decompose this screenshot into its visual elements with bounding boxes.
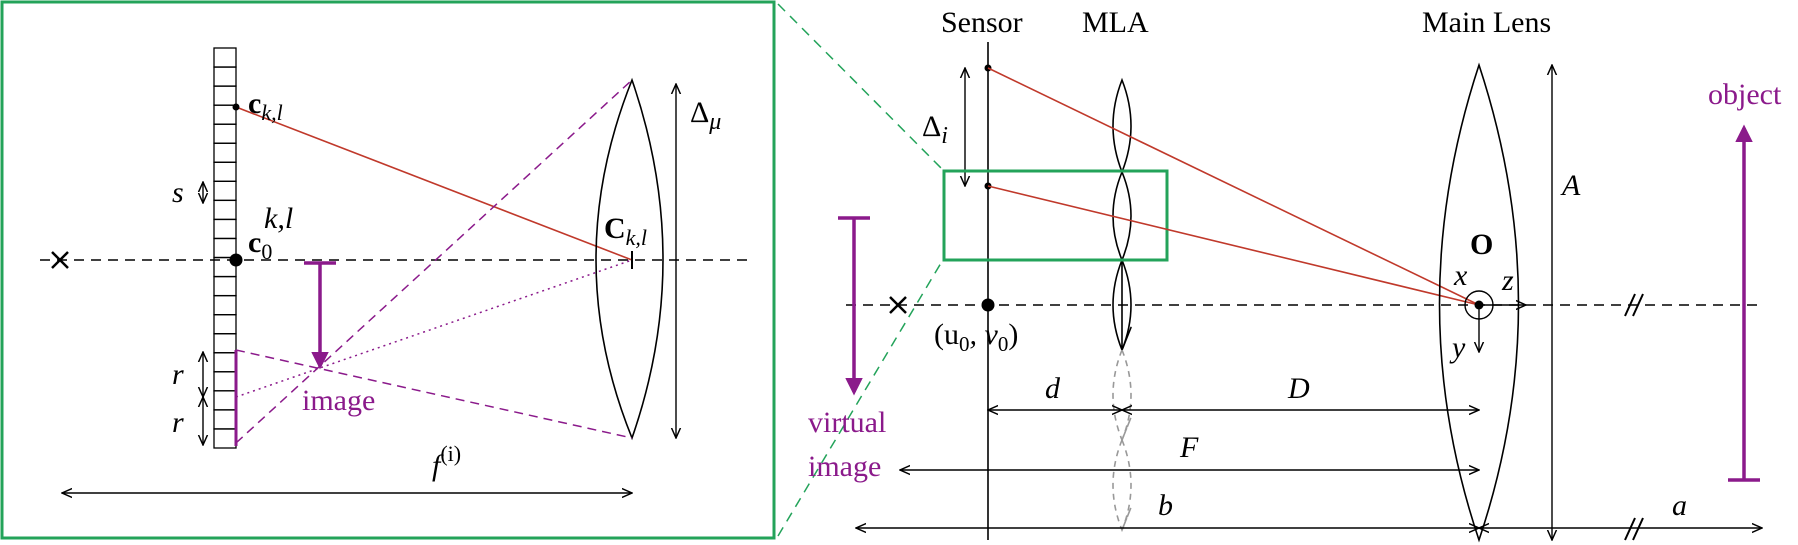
inset-label-s: s (172, 176, 184, 209)
label-a: a (1672, 489, 1687, 522)
label-O: O (1470, 228, 1493, 261)
main-cross-marker (889, 296, 907, 314)
sensor-pixel (213, 275, 237, 297)
axis-break-mark (1624, 293, 1644, 317)
label-principal-point: (u0, v0) (934, 318, 1018, 356)
label-x: x (1453, 259, 1468, 292)
sensor-pixel (213, 218, 237, 240)
principal-point (981, 298, 995, 312)
inset-label-Ckl: Ck,l (604, 212, 647, 250)
inset-label-r-top: r (172, 358, 184, 391)
inset-point-ckl (232, 103, 240, 111)
inset-label-c0-sup: k,l (264, 202, 293, 235)
inset-label-image: image (302, 384, 375, 417)
label-y: y (1449, 331, 1466, 364)
inset-point-c0 (229, 253, 243, 267)
object-arrow (1728, 124, 1760, 482)
label-A: A (1560, 169, 1581, 202)
label-F: F (1179, 431, 1199, 464)
inset-purple-dotted (235, 259, 633, 398)
sensor-pixel (213, 142, 237, 163)
main-red-rays (987, 67, 1480, 306)
mla-lenses (1112, 77, 1132, 353)
zoom-region (942, 169, 1169, 262)
label-z: z (1501, 264, 1514, 297)
zoom-connectors (777, 3, 945, 537)
sensor-pixel (213, 199, 237, 221)
sensor-pixel (213, 314, 237, 335)
label-sensor: Sensor (941, 6, 1023, 39)
inset-purple-cone (235, 79, 633, 444)
label-main-lens: Main Lens (1422, 6, 1551, 39)
sensor-pixel (213, 390, 237, 411)
a-break-mark (1624, 517, 1644, 541)
inset-label-fi: f(i) (432, 441, 461, 482)
inset-cross-marker (51, 251, 69, 269)
sensor-pixel (213, 66, 237, 87)
inset-label-ckl: ck,l (248, 87, 283, 125)
inset-sensor-pixels (213, 47, 237, 449)
sensor-pixel (213, 123, 237, 144)
sensor-pixel (213, 180, 237, 202)
main-diagram: Sensor MLA Main Lens Δi (808, 6, 1782, 543)
inset-label-delta-mu: Δμ (690, 96, 721, 135)
virtual-image-arrow (838, 216, 870, 396)
main-lens (1438, 62, 1520, 543)
label-d: d (1045, 372, 1061, 405)
sensor-pixel (213, 85, 237, 106)
inset-image-arrow (304, 261, 336, 370)
label-virtual: virtual (808, 406, 886, 439)
sensor-pixel (213, 161, 237, 182)
sensor-pixel (213, 47, 237, 68)
label-b: b (1158, 489, 1173, 522)
label-virtual-image: image (808, 450, 881, 483)
sensor-pixel (213, 294, 237, 316)
mla-virtual-lenses (1112, 349, 1132, 533)
sensor-pixel (213, 333, 237, 354)
inset-red-ray (235, 106, 633, 261)
sensor-pixel (213, 428, 237, 449)
sensor-pixel (213, 409, 237, 430)
sensor-pixel (213, 352, 237, 373)
inset-frame (0, 0, 776, 540)
inset-label-r-bottom: r (172, 406, 184, 439)
label-D: D (1287, 372, 1310, 405)
inset-panel: ck,l c0 k,l Ck,l s r r Δμ image f(i) (0, 0, 776, 540)
label-mla: MLA (1082, 6, 1149, 39)
label-object: object (1708, 78, 1782, 111)
label-delta-i: Δi (922, 110, 948, 149)
sensor-pixel (213, 371, 237, 392)
inset-label-c0: c0 (248, 226, 272, 264)
